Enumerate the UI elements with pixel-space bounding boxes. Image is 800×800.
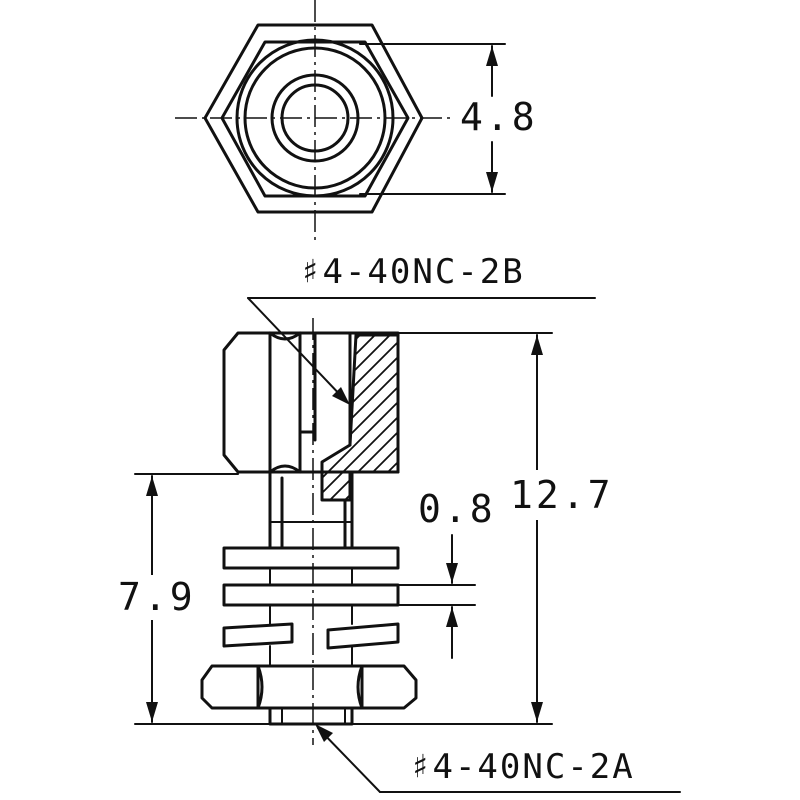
dim-7-9: 7.9 (110, 473, 271, 725)
top-view-inner-hex (220, 40, 410, 198)
dim-7-9-label-bg (110, 575, 195, 620)
thread-tip (268, 706, 354, 726)
top-thread-leader-arrow (332, 387, 350, 405)
bottom-thread-callout: ♯4-40NC-2A (315, 724, 681, 793)
dim-7-9-arrow-top (146, 476, 158, 496)
dim-4-8-label: 4.8 (460, 95, 538, 139)
dim-12-7-label: 12.7 (510, 473, 614, 517)
upper-section-outline (320, 333, 400, 502)
lower-hex-nut (200, 664, 418, 710)
section-hatching (322, 335, 398, 500)
bottom-thread-leader-arrow (315, 724, 333, 742)
dim-0-8: 0.8 (397, 487, 496, 659)
dim-4-8-arrow-top (486, 46, 498, 66)
dim-12-7: 12.7 (351, 332, 615, 725)
top-thread-leader-diagonal (247, 297, 346, 401)
dim-7-9-label: 7.9 (118, 575, 196, 619)
dim-0-8-arrow-bottom (446, 607, 458, 627)
dim-12-7-arrow-bottom (531, 702, 543, 722)
washer-1 (222, 546, 400, 570)
top-view: 4.8 (175, 0, 538, 240)
dim-12-7-arrow-top (531, 335, 543, 355)
lower-hex-chamfer-left (256, 664, 264, 710)
top-view-outer-circle (235, 38, 395, 198)
top-view-thread-circle (270, 73, 360, 163)
side-view (200, 318, 418, 745)
dim-0-8-arrow-top (446, 563, 458, 583)
top-view-outer-hex (203, 23, 424, 214)
top-view-flange-circle (243, 46, 387, 190)
dim-0-8-label: 0.8 (418, 487, 496, 531)
dim-12-7-label-bg (505, 470, 615, 520)
top-thread-label: ♯4-40NC-2B (300, 252, 525, 292)
dim-4-8-arrow-bottom (486, 172, 498, 192)
bottom-thread-label: ♯4-40NC-2A (410, 747, 635, 787)
upper-hex-chamfer-bottom (268, 464, 302, 474)
top-view-bore-circle (280, 83, 350, 153)
bottom-thread-leader-diagonal (317, 727, 381, 793)
washer-2 (222, 583, 400, 607)
upper-hex-chamfer (268, 331, 302, 341)
lock-washer-right (326, 622, 400, 650)
lock-washer-left (222, 622, 294, 648)
top-thread-callout: ♯4-40NC-2B (247, 252, 596, 405)
dim-7-9-arrow-bottom (146, 702, 158, 722)
lower-hex-chamfer-right (356, 664, 364, 710)
